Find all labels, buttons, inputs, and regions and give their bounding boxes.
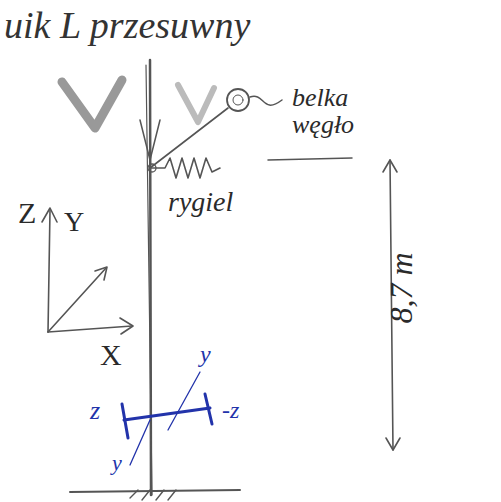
- dimension: 8,7 m: [385, 252, 417, 323]
- part-name: rygiel: [168, 188, 233, 216]
- part-name: belka węgło: [292, 84, 382, 139]
- axis-label: Y: [64, 208, 84, 236]
- section-axis: y: [112, 452, 122, 474]
- axis-label: Z: [18, 198, 36, 228]
- section-axis: z: [90, 398, 100, 424]
- axis-label: X: [100, 340, 122, 370]
- section-axis: -z: [222, 398, 239, 422]
- section-axis: y: [200, 342, 211, 366]
- sketch-title: uik L przesuwny: [4, 6, 250, 44]
